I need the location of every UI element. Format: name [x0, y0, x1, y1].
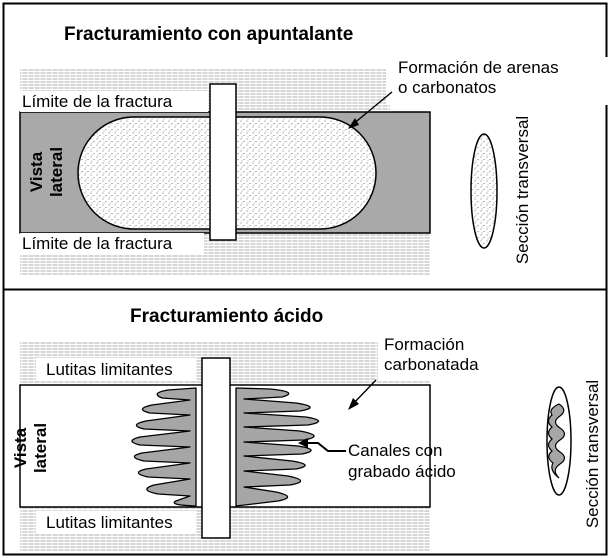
cross-section-ellipse-top	[470, 133, 498, 249]
label-shale-top: Lutitas limitantes	[46, 360, 173, 379]
svg-text:Vista: Vista	[27, 151, 46, 192]
wellbore	[209, 83, 237, 241]
formation-pointer-arrowhead	[348, 118, 359, 129]
svg-text:Vista: Vista	[11, 427, 30, 468]
channels-pointer-arrowhead	[298, 438, 308, 448]
side-view-label-bottom: Vista lateral	[11, 423, 50, 473]
panel-acid-fracturing: Fracturamiento ácido Lutitas limitantes …	[11, 306, 602, 551]
label-formation-sands-2: o carbonatos	[398, 78, 496, 97]
channels-pointer-line	[305, 442, 346, 452]
panel-proppant-fracturing: Fracturamiento con apuntalante Límite de…	[19, 24, 611, 275]
wellbore-acid	[201, 357, 231, 539]
label-fracture-limit-bottom: Límite de la fractura	[22, 234, 173, 253]
label-cross-section-top: Sección transversal	[513, 116, 532, 264]
label-fracture-limit-top: Límite de la fractura	[22, 92, 173, 111]
svg-text:lateral: lateral	[47, 147, 66, 197]
title-proppant: Fracturamiento con apuntalante	[64, 24, 353, 45]
cross-section-etch-pattern	[547, 403, 566, 479]
label-channels-1: Canales con	[348, 441, 443, 460]
carbonate-pointer-line	[351, 379, 377, 406]
side-view-label-top: Vista lateral	[27, 147, 66, 197]
carbonate-pointer-arrowhead	[348, 398, 359, 410]
label-formation-sands-1: Formación de arenas	[398, 58, 559, 77]
formation-pointer-line	[351, 91, 393, 126]
label-carbonate-2: carbonatada	[384, 355, 479, 374]
title-acid: Fracturamiento ácido	[130, 306, 323, 327]
etched-channels-right	[235, 387, 320, 507]
svg-text:lateral: lateral	[31, 423, 50, 473]
label-channels-2: grabado ácido	[348, 462, 456, 481]
etched-channels-left	[131, 387, 197, 507]
label-cross-section-bottom: Sección transversal	[583, 380, 602, 528]
label-shale-bottom: Lutitas limitantes	[46, 513, 173, 532]
label-carbonate-1: Formación	[384, 335, 464, 354]
